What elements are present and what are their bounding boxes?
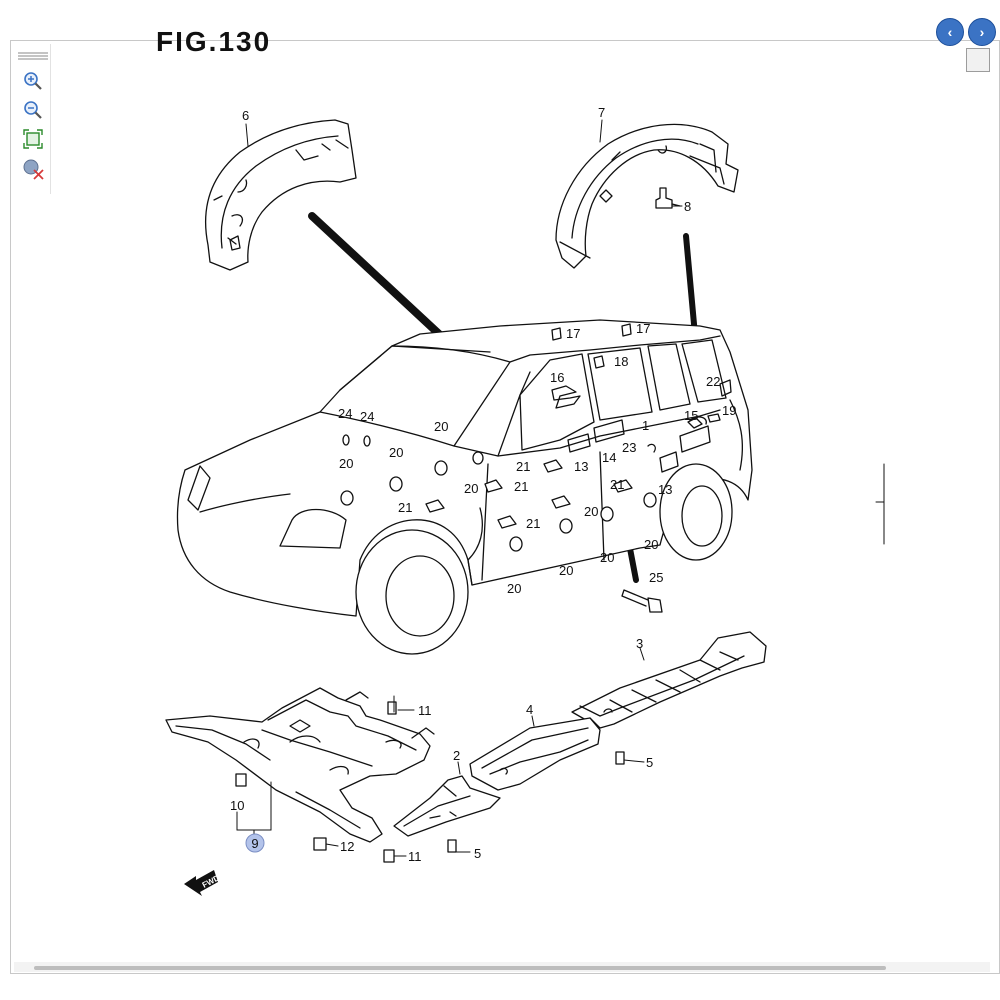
label-24a[interactable]: 24	[338, 406, 352, 421]
label-12[interactable]: 12	[340, 839, 354, 854]
side-pads[interactable]	[551, 323, 732, 473]
callout-9-label: 9	[251, 836, 258, 851]
zoom-out-button[interactable]	[22, 99, 44, 121]
label-10[interactable]: 10	[230, 798, 244, 813]
leader-lines	[236, 119, 683, 857]
zoom-in-button[interactable]	[22, 70, 44, 92]
label-20d[interactable]: 20	[464, 481, 478, 496]
label-3[interactable]: 3	[636, 636, 643, 651]
label-20f[interactable]: 20	[559, 563, 573, 578]
label-5b[interactable]: 5	[646, 755, 653, 770]
label-11b[interactable]: 11	[408, 849, 422, 864]
under-cover-center[interactable]	[469, 717, 601, 791]
under-cover-small[interactable]	[393, 775, 501, 837]
label-7[interactable]: 7	[598, 105, 605, 120]
label-20i[interactable]: 20	[584, 504, 598, 519]
label-25[interactable]: 25	[649, 570, 663, 585]
label-17a[interactable]: 17	[566, 326, 580, 341]
long-bolt[interactable]	[621, 589, 663, 613]
callout-9[interactable]: 9	[245, 833, 265, 853]
zoom-toolbar	[12, 44, 51, 194]
label-21d[interactable]: 21	[398, 500, 412, 515]
fender-liner-front[interactable]	[204, 119, 357, 271]
prev-page-button[interactable]: ‹	[936, 18, 964, 46]
label-20g[interactable]: 20	[600, 550, 614, 565]
label-6[interactable]: 6	[242, 108, 249, 123]
label-18[interactable]: 18	[614, 354, 628, 369]
grip-handle[interactable]	[18, 48, 48, 60]
label-13a[interactable]: 13	[574, 459, 588, 474]
label-16[interactable]: 16	[550, 370, 564, 385]
window-bottom-band	[0, 974, 1000, 1000]
arrow-right-icon: ›	[979, 24, 985, 40]
label-17b[interactable]: 17	[636, 321, 650, 336]
label-4[interactable]: 4	[526, 702, 533, 717]
under-cover-front[interactable]	[165, 687, 435, 843]
label-24b[interactable]: 24	[360, 409, 374, 424]
reset-zoom-button[interactable]	[22, 158, 44, 180]
front-wheel	[355, 529, 469, 655]
vehicle-body	[176, 319, 753, 617]
label-2[interactable]: 2	[453, 748, 460, 763]
window-top-band	[0, 0, 1000, 28]
zoom-in-icon	[24, 72, 42, 90]
label-20e[interactable]: 20	[507, 581, 521, 596]
reset-zoom-icon	[23, 159, 44, 180]
label-8[interactable]: 8	[684, 199, 691, 214]
label-23[interactable]: 23	[622, 440, 636, 455]
fit-page-button[interactable]	[22, 128, 44, 150]
label-21a[interactable]: 21	[516, 459, 530, 474]
label-14[interactable]: 14	[602, 450, 616, 465]
under-cover-rear[interactable]	[571, 631, 767, 729]
label-11a[interactable]: 11	[418, 703, 432, 718]
part-labels: 6 7 8 17 17 18 16 22 19 15 1 24 24 20 20…	[230, 105, 736, 864]
arrow-left-icon: ‹	[947, 24, 953, 40]
label-22[interactable]: 22	[706, 374, 720, 389]
label-5a[interactable]: 5	[474, 846, 481, 861]
fender-clip-bolt[interactable]	[655, 187, 681, 209]
label-13b[interactable]: 13	[658, 482, 672, 497]
label-21c[interactable]: 21	[610, 477, 624, 492]
label-19[interactable]: 19	[722, 403, 736, 418]
figure-title: FIG.130	[156, 26, 272, 57]
next-page-button[interactable]: ›	[968, 18, 996, 46]
fwd-label: FWD	[201, 873, 222, 890]
label-20b[interactable]: 20	[389, 445, 403, 460]
body-clips[interactable]	[340, 434, 657, 552]
label-20h[interactable]: 20	[644, 537, 658, 552]
label-20a[interactable]: 20	[434, 419, 448, 434]
label-1[interactable]: 1	[642, 418, 649, 433]
zoom-out-icon	[24, 101, 42, 119]
label-21e[interactable]: 21	[526, 516, 540, 531]
label-15[interactable]: 15	[684, 408, 698, 423]
window-corner-button[interactable]	[966, 48, 990, 72]
label-20c[interactable]: 20	[339, 456, 353, 471]
fender-liner-rear[interactable]	[555, 123, 739, 269]
fwd-arrow: FWD	[184, 870, 221, 896]
horizontal-scrollbar-thumb[interactable]	[34, 966, 886, 970]
fit-page-icon	[23, 129, 43, 149]
rear-wheel	[659, 463, 733, 561]
label-21b[interactable]: 21	[514, 479, 528, 494]
